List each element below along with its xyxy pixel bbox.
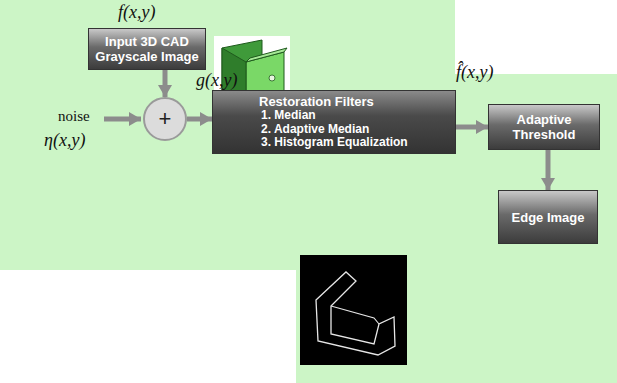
- node-title: Restoration Filters: [259, 94, 408, 109]
- flow-arrow: [546, 150, 551, 190]
- node-content: Adaptive Threshold: [495, 112, 593, 142]
- node-title: +: [159, 106, 172, 132]
- flow-arrow: [163, 70, 168, 97]
- filter-box: Restoration Filters1. Median2. Adaptive …: [212, 90, 456, 154]
- noise-label: noise: [58, 108, 90, 125]
- list-item: 1. Median: [259, 109, 408, 123]
- signal-label: η(x,y): [44, 130, 85, 151]
- input-box: Input 3D CAD Grayscale Image: [88, 28, 206, 70]
- output-box: Edge Image: [498, 190, 598, 244]
- threshold-box: Adaptive Threshold: [488, 104, 600, 150]
- node-content: Edge Image: [512, 210, 585, 225]
- signal-label: f(x,y): [118, 2, 155, 23]
- edge-result-image: [300, 255, 407, 365]
- node-title: Adaptive Threshold: [495, 112, 593, 142]
- signal-label: g(x,y): [196, 70, 237, 91]
- node-content: +: [159, 106, 172, 132]
- list-item: 2. Adaptive Median: [259, 123, 408, 137]
- node-title: Edge Image: [512, 210, 585, 225]
- node-content: Input 3D CAD Grayscale Image: [95, 34, 199, 64]
- noise-arrow: [104, 117, 141, 122]
- sum-circle: +: [143, 97, 187, 141]
- flow-arrow: [456, 125, 488, 130]
- list-item: 3. Histogram Equalization: [259, 136, 408, 150]
- node-content: Restoration Filters1. Median2. Adaptive …: [259, 94, 408, 150]
- flow-arrow: [187, 117, 212, 122]
- node-title: Input 3D CAD Grayscale Image: [95, 34, 199, 64]
- signal-label: f̂(x,y): [456, 62, 493, 83]
